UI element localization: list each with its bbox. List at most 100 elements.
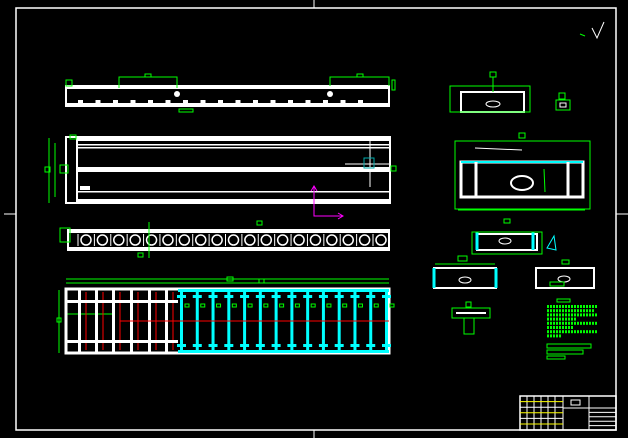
dimension-tag xyxy=(373,303,379,308)
note-text xyxy=(580,305,582,308)
note-text xyxy=(571,330,573,334)
note-text xyxy=(586,309,588,313)
note-text xyxy=(592,321,594,325)
note-text xyxy=(550,305,552,308)
hole xyxy=(326,234,338,246)
detail-b[interactable] xyxy=(471,218,557,255)
frame-top-rail xyxy=(178,289,389,292)
detail-d[interactable] xyxy=(535,259,595,289)
note-text xyxy=(574,330,576,334)
hole xyxy=(194,234,207,246)
end-view-top[interactable] xyxy=(449,71,531,113)
notch xyxy=(270,100,276,103)
sheet-frame xyxy=(4,0,628,438)
title-block[interactable] xyxy=(519,395,617,431)
hole xyxy=(96,234,109,246)
technical-notes xyxy=(546,298,597,360)
note-text xyxy=(565,321,567,325)
notch xyxy=(235,100,241,103)
note-text xyxy=(577,305,579,308)
column-cap xyxy=(177,295,186,298)
notch xyxy=(323,100,328,103)
hole xyxy=(309,234,322,246)
note-text xyxy=(577,309,579,313)
note-text xyxy=(595,321,597,325)
note-text xyxy=(589,330,591,334)
note-box xyxy=(546,343,592,349)
column-cap xyxy=(271,344,281,347)
hole xyxy=(358,234,371,246)
column-cap xyxy=(192,344,202,347)
note-text xyxy=(556,305,558,308)
note-text xyxy=(592,309,594,313)
notch xyxy=(358,100,363,103)
note-text xyxy=(583,330,585,334)
note-text xyxy=(559,326,561,329)
dimension-tag xyxy=(200,303,206,308)
note-text xyxy=(550,309,552,313)
note-text xyxy=(574,313,576,317)
note-text xyxy=(550,334,552,338)
note-text xyxy=(568,317,570,321)
detail-e[interactable] xyxy=(451,301,491,335)
note-text xyxy=(583,313,585,317)
hole xyxy=(276,234,289,246)
column-cap xyxy=(287,344,297,347)
cross-section-view[interactable] xyxy=(454,132,591,211)
column-cap xyxy=(240,344,250,347)
note-text xyxy=(580,330,582,334)
note-text xyxy=(571,309,573,313)
note-text xyxy=(556,330,558,334)
note-text xyxy=(568,309,570,313)
note-text xyxy=(571,321,573,325)
note-text xyxy=(553,313,555,317)
plan-view[interactable] xyxy=(44,134,397,204)
note-text xyxy=(574,317,576,321)
note-text xyxy=(556,326,558,329)
note-text xyxy=(547,317,549,321)
notch xyxy=(130,100,136,103)
notch xyxy=(148,100,153,103)
frame-bottom-rail xyxy=(178,350,389,353)
note-text xyxy=(577,330,579,334)
front-elevation-view[interactable] xyxy=(65,73,396,113)
note-text xyxy=(559,321,561,325)
frame-bottom-view[interactable] xyxy=(56,276,395,355)
hole xyxy=(227,234,240,246)
dimension-tag xyxy=(389,303,395,308)
column-cap xyxy=(224,295,234,298)
hole xyxy=(244,234,256,246)
note-text xyxy=(571,313,573,317)
note-text xyxy=(553,305,555,308)
note-text xyxy=(595,305,597,308)
frame-rail xyxy=(66,300,178,303)
note-text xyxy=(580,313,582,317)
note-text xyxy=(589,309,591,313)
notch xyxy=(113,100,118,103)
note-text xyxy=(568,321,570,325)
side-view-with-holes[interactable] xyxy=(59,220,390,258)
notch xyxy=(253,100,258,103)
note-text xyxy=(556,321,558,325)
detail-c[interactable] xyxy=(432,255,498,289)
dimension-tag xyxy=(231,303,237,308)
detail-a[interactable] xyxy=(555,92,571,111)
hole xyxy=(260,234,273,246)
note-text xyxy=(574,321,576,325)
note-text xyxy=(550,330,552,334)
note-text xyxy=(553,330,555,334)
note-text xyxy=(592,330,594,334)
column-cap xyxy=(240,295,250,298)
dimension-tag xyxy=(184,303,190,308)
note-text xyxy=(559,334,561,338)
column-cap xyxy=(350,295,360,298)
notch xyxy=(218,100,223,103)
column-cap xyxy=(177,344,186,347)
notch xyxy=(305,100,311,103)
ucs-axes-icon xyxy=(310,185,344,220)
note-text xyxy=(577,313,579,317)
column-cap xyxy=(318,295,328,298)
note-text xyxy=(562,305,564,308)
hole xyxy=(342,234,354,246)
